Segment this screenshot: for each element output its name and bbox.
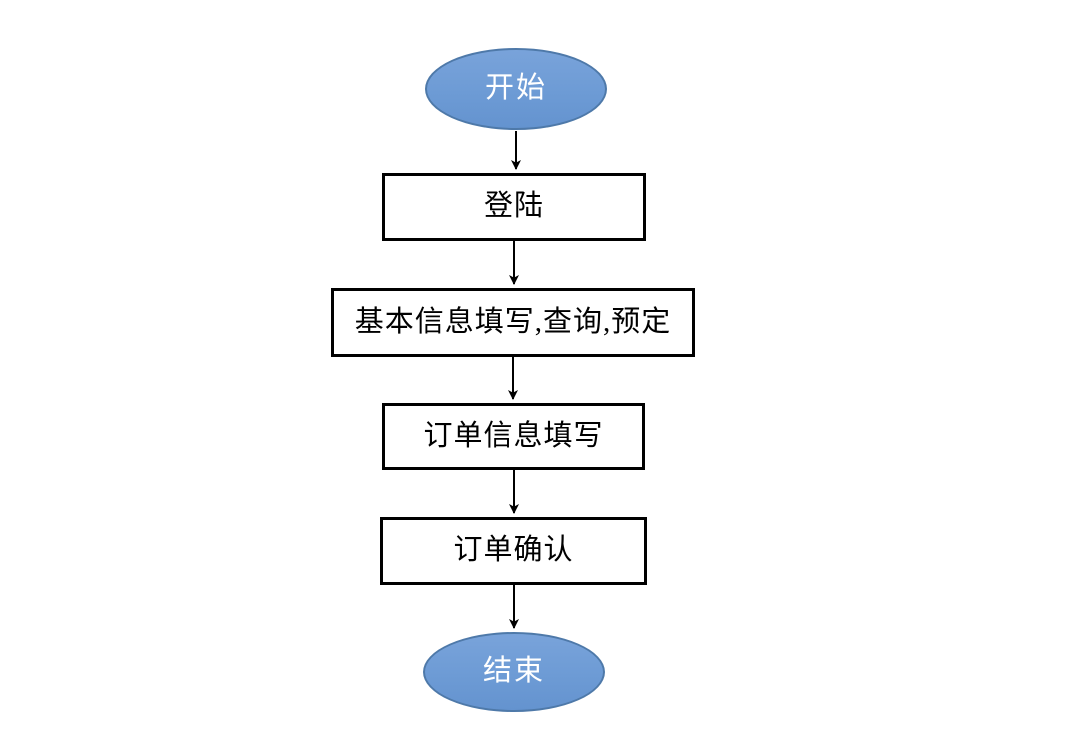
flowchart-node-order-info: 订单信息填写 <box>382 403 645 470</box>
flowchart-node-login: 登陆 <box>382 173 646 241</box>
node-end-label: 结束 <box>482 655 545 688</box>
flowchart-node-end: 结束 <box>423 632 605 712</box>
node-order-confirm-label: 订单确认 <box>453 534 574 567</box>
flowchart-node-start: 开始 <box>425 48 607 130</box>
flowchart-node-order-confirm: 订单确认 <box>380 517 647 585</box>
node-basic-info-label: 基本信息填写,查询,预定 <box>354 305 672 338</box>
node-order-info-label: 订单信息填写 <box>423 419 604 452</box>
flowchart-node-basic-info: 基本信息填写,查询,预定 <box>331 288 695 357</box>
node-login-label: 登陆 <box>483 190 544 223</box>
node-start-label: 开始 <box>484 72 547 105</box>
